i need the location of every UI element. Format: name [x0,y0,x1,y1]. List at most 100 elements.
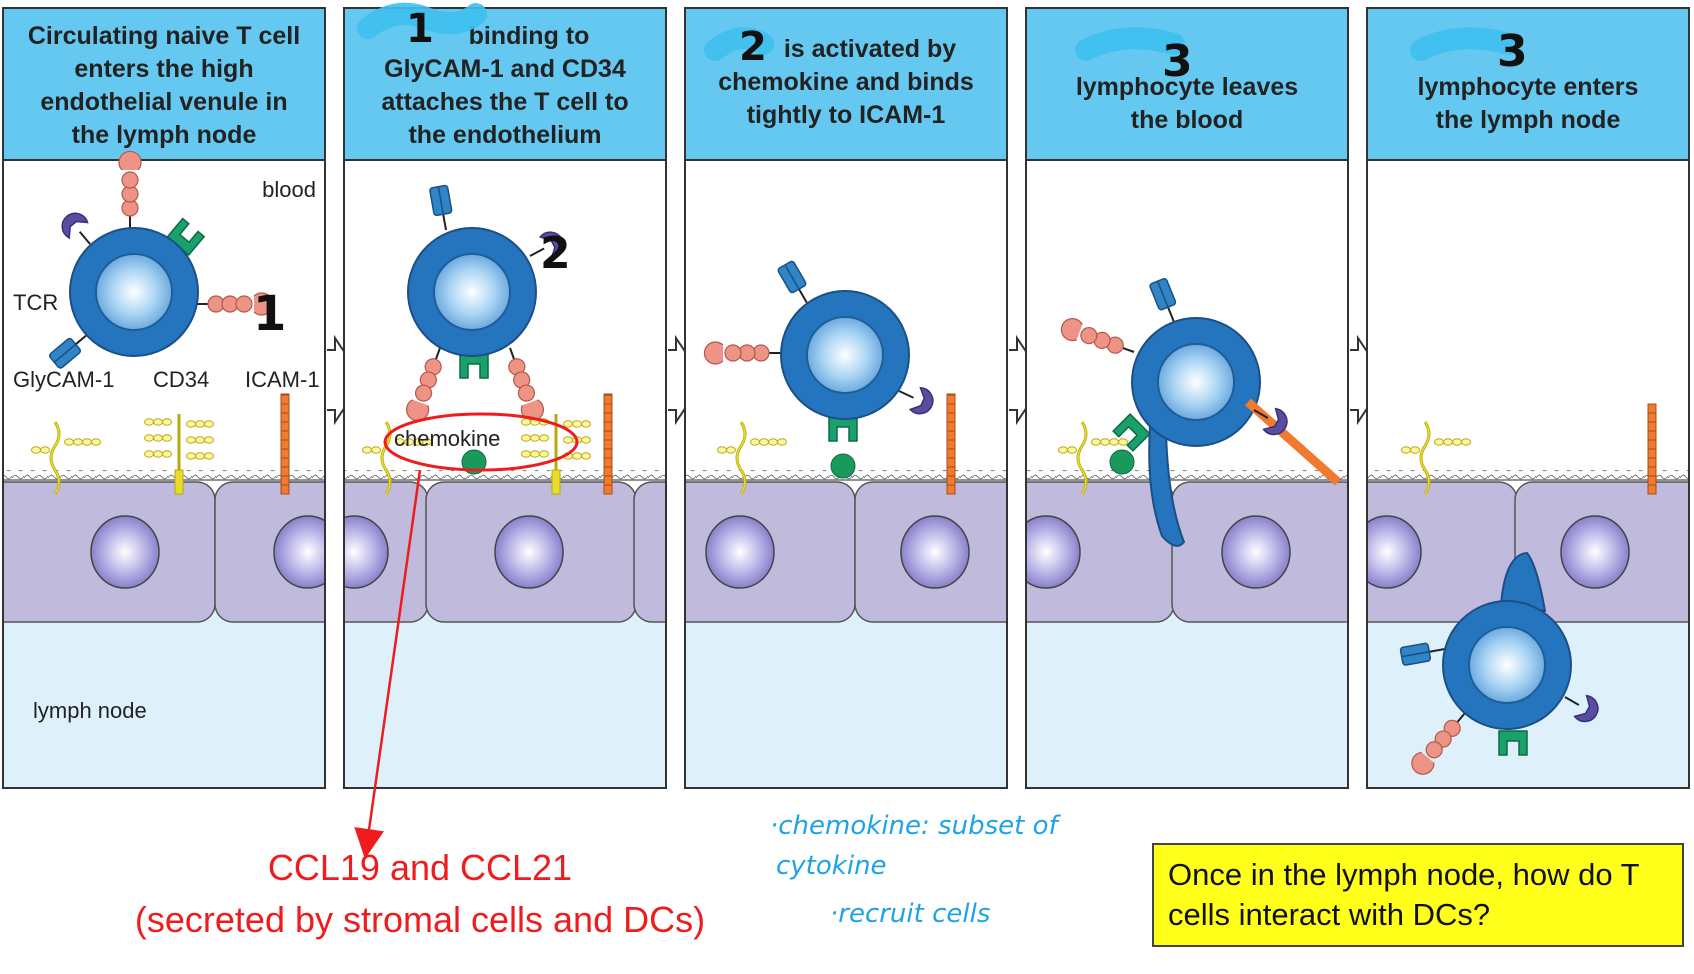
panel-4-glycocalyx [1026,470,1348,482]
panel-2-frame [343,7,667,789]
glycam-1-molecule [31,421,101,495]
lymph-node-label: lymph node [33,698,147,723]
panel-5-molecules: 3 [1399,26,1657,775]
panel-3-endothelium-nucleus-0 [705,515,775,589]
tcr-receptor-p5 [1399,642,1446,666]
panel-4-header [1026,8,1348,160]
handwritten-note-line-3: ·recruit cells [830,899,990,929]
red-pointer-arrow [354,469,422,859]
l-selectin-p4 [1253,407,1288,436]
panel-2-title-line-3: attaches the T cell to [381,88,628,116]
tcr-receptor-p3 [777,260,808,304]
panel-5-header [1367,8,1689,160]
tcr-label: TCR [13,290,58,315]
panel-3-title-line-1: is activated by [784,35,956,63]
panel-2-lymph-region [344,600,666,788]
icam-1-p2 [603,393,613,495]
lfa-1-top [118,150,142,228]
chemokine-molecule-p4 [1109,449,1135,475]
l-selectin-p5 [1564,694,1599,723]
red-note-line-1: CCL19 and CCL21 [268,847,572,888]
panel-2-title-line-4: the endothelium [408,121,601,149]
panel-3-frame [684,7,1008,789]
panel-5-glycocalyx [1367,470,1689,482]
panel-4-lymph-region [1026,600,1348,788]
panel-2-glycocalyx [344,470,666,482]
chemokine-highlight-ellipse [383,412,579,472]
chemokine-receptor [166,217,206,257]
chemokine-receptor-p4 [1112,413,1151,452]
panel-1-header [3,8,325,160]
tcr-receptor-p2 [429,184,453,231]
glycam-1-p3 [717,421,787,495]
handwritten-note-line-1: ·chemokine: subset of [770,811,1061,841]
panel-4-endothelium-nucleus-0 [1026,515,1081,589]
glycam-1-p4 [1058,421,1128,495]
panels-group: Circulating naive T cell enters the high e… [2,2,1690,789]
icam-1-p3 [946,393,956,495]
question-box: Once in the lymph node, how do T cells i… [1152,843,1684,947]
panel-4-molecules: 3 [1058,27,1341,547]
panel-1-title-line-1: Circulating naive T cell [28,22,300,50]
lfa-1-right-p2 [508,347,544,422]
t-cell-p2-nucleus [433,253,511,331]
panel-5-endothelium-nucleus-0 [1367,515,1422,589]
panel-1-endothelium-nucleus-0 [90,515,160,589]
panel-2-molecules: chemokine 1 2 [357,2,613,495]
icam-label: ICAM-1 [245,367,320,392]
red-note-line-2: (secreted by stromal cells and DCs) [135,899,705,940]
t-cell-protrusion-p5 [1499,551,1547,613]
panel-5-frame [1366,7,1690,789]
highlighter-scribble-p2 [357,2,487,39]
panel-1: Circulating naive T cell enters the high e… [2,7,326,789]
handwritten-2-panel2: 2 [540,228,571,279]
icam-1-p5 [1647,403,1657,495]
glycam-label: GlyCAM-1 [13,367,114,392]
lfa-1-p5 [1411,712,1466,775]
highlighter-scribble-p5 [1410,27,1520,61]
handwritten-note-line-2: cytokine [776,851,887,881]
panel-1-frame [2,7,326,789]
handwritten-2-panel3: 2 [739,24,767,70]
panel-1-title-line-4: the lymph node [72,121,257,149]
t-cell-pseudopod-p4 [1148,424,1186,547]
panel-1-title-line-3: endothelial venule in [40,88,287,116]
panel-2-header [344,8,666,160]
chemokine-molecule-p2 [461,449,487,475]
chemokine-label: chemokine [394,426,500,451]
handwritten-1-panel2: 1 [406,6,434,52]
chemokine-molecule-p3 [830,453,856,479]
glycam-1-p5 [1401,421,1471,495]
highlighter-scribble-p3 [704,27,774,61]
l-selectin [61,212,91,245]
naive-t-cell-nucleus [95,253,173,331]
panel-5-title-line-2: the lymph node [1436,106,1621,134]
panel-5-endothelium-cell-0 [1367,481,1518,623]
t-cell-p4-nucleus [1157,343,1235,421]
panel-4-endothelium-nucleus-1 [1221,515,1291,589]
lfa-1-right [196,292,274,316]
panel-2-endothelium-nucleus-0 [344,515,389,589]
panel-1-title-line-2: enters the high [74,55,253,83]
panel-3-endothelium-nucleus-1 [900,515,970,589]
panel-1-glycocalyx [3,470,325,482]
cd34-label: CD34 [153,367,209,392]
panel-3-title-line-3: tightly to ICAM-1 [747,101,946,129]
cd34-molecule [144,414,214,495]
handwritten-1-panel1: 1 [253,286,286,342]
annotations-group: CCL19 and CCL21 (secreted by stromal cell… [135,469,1061,940]
panel-2-title-line-1: binding to [469,22,590,50]
t-cell-p3-nucleus [806,316,884,394]
panel-3-lymph-region [685,600,1007,788]
panel-1-lymph-region [3,600,325,788]
panel-3-title-line-2: chemokine and binds [718,68,974,96]
tcr-receptor-p4 [1149,277,1177,323]
chemokine-receptor-p5 [1498,730,1528,756]
icam-1-molecule [280,393,290,495]
highlighter-scribble-p4 [1075,27,1185,61]
panel-1-endothelium-nucleus-1 [273,515,325,589]
panel-2-title-line-2: GlyCAM-1 and CD34 [384,55,626,83]
chemokine-receptor-p2 [459,353,489,379]
